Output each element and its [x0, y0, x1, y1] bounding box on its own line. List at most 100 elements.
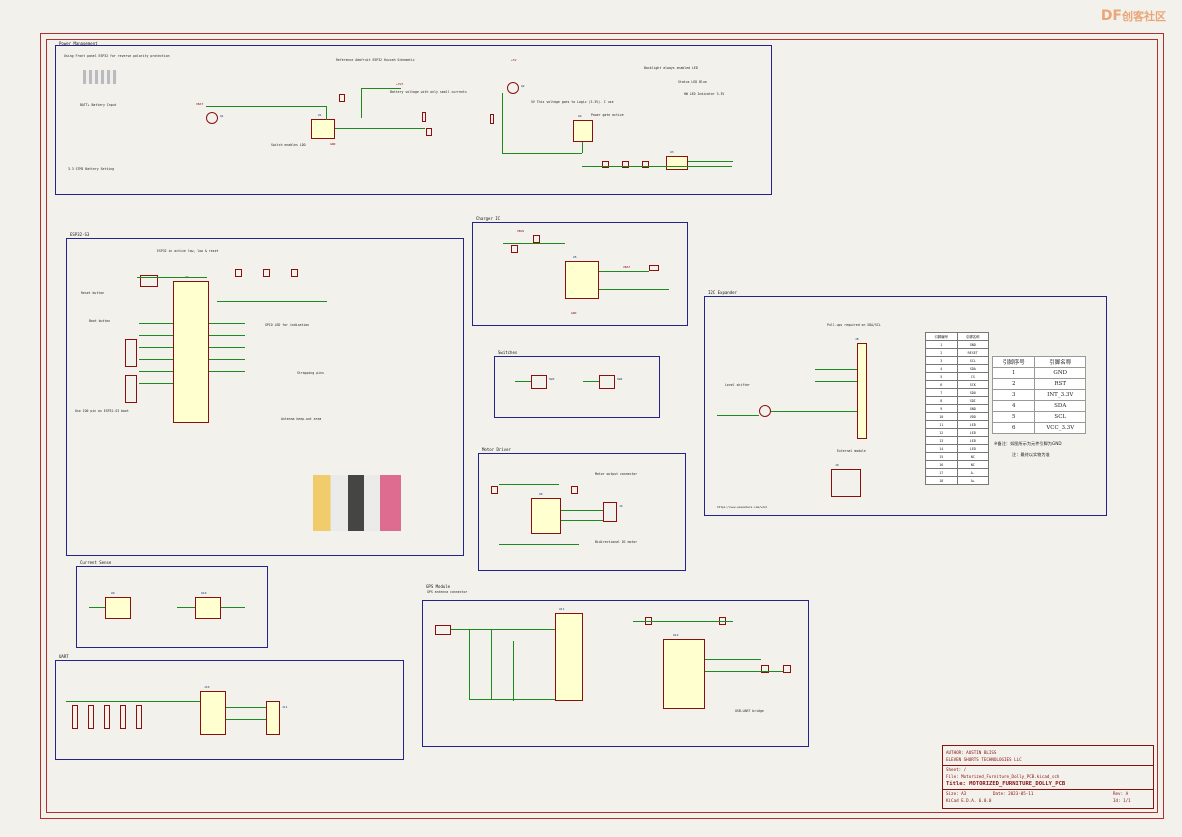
note: Battery voltage with only small currents [390, 90, 467, 94]
cap-c7[interactable] [263, 269, 270, 277]
switch-reset[interactable] [140, 275, 158, 287]
section-uart[interactable]: UART J10 J11 [55, 654, 404, 760]
module-pin-cell: GND [1034, 367, 1086, 379]
note: Status LED Blue [678, 80, 707, 84]
cap-c11[interactable] [533, 235, 540, 243]
connector-j8[interactable] [857, 343, 867, 439]
header-j2[interactable] [125, 375, 137, 403]
section-switches[interactable]: Switches SW3 SW4 [494, 350, 660, 418]
resistor-array[interactable] [120, 705, 126, 729]
resistor-array[interactable] [136, 705, 142, 729]
module-pin-cell: 5 [991, 411, 1036, 423]
section-imu[interactable]: I2C Expander Pull-ups required on SDA/SC… [704, 290, 1107, 516]
cap-c12[interactable] [491, 486, 498, 494]
resistor-array[interactable] [88, 705, 94, 729]
ic-charger[interactable] [565, 261, 599, 299]
ic-u9[interactable] [105, 597, 131, 619]
cap-c13[interactable] [571, 486, 578, 494]
doc-link: https://www.waveshare.com/wiki [717, 505, 768, 509]
connector-j10[interactable] [200, 691, 226, 735]
cap-c4[interactable] [622, 161, 629, 168]
lcd-pin-cell: A+ [956, 476, 989, 485]
ref-label: SW4 [617, 377, 623, 381]
ic-esp32[interactable] [173, 281, 209, 423]
cap-c8[interactable] [291, 269, 298, 277]
led-d10[interactable] [761, 665, 769, 673]
section-motor[interactable]: Motor Driver U6 J4 Motor output connecto… [478, 447, 686, 571]
rail-label: +5V [511, 58, 517, 62]
resistor-array[interactable] [72, 705, 78, 729]
diode-d5[interactable] [649, 265, 659, 271]
section-current-sense[interactable]: Current Sense U9 U10 [76, 560, 268, 648]
ic-u2[interactable] [573, 120, 593, 142]
esp32-module-photo [313, 475, 401, 531]
ref-label: Q2 [521, 84, 525, 88]
file-name: File: Motorized_Furniture_Dolly_PCB.kica… [946, 774, 1060, 779]
led-d11[interactable] [783, 665, 791, 673]
section-gps[interactable]: GPS Module GPS antenna connector USB-UAR… [422, 584, 809, 747]
ic-usb-uart[interactable] [663, 639, 705, 709]
tool-version: KiCad E.D.A. 6.0.0 [946, 798, 992, 803]
sheet-border-outer [40, 33, 1164, 819]
transistor-q5[interactable] [759, 405, 771, 417]
cap-c3[interactable] [602, 161, 609, 168]
lcd-pin-cell: 13 [925, 436, 958, 445]
section-charger[interactable]: Charger IC U5 VBUS VBAT GND [472, 216, 688, 326]
lcd-pin-cell: 6 [925, 380, 958, 389]
lcd-pin-cell: 11 [925, 420, 958, 429]
resistor-r1[interactable] [422, 112, 426, 122]
cap-c1[interactable] [339, 94, 345, 102]
module-pin-header-row: 引脚序号引脚名称 [991, 356, 1086, 368]
resistor-r2[interactable] [490, 114, 494, 124]
module-pin-cell: RST [1034, 378, 1086, 390]
ic-u10[interactable] [195, 597, 221, 619]
company: ELEVEN SHORTS TECHNOLOGIES LLC [946, 757, 1022, 762]
rail-label: VBAT [196, 102, 204, 106]
connector-j11[interactable] [266, 701, 280, 735]
connector-j9[interactable] [831, 469, 861, 497]
resistor-array[interactable] [104, 705, 110, 729]
sheet-title: Title: MOTORIZED_FURNITURE_DOLLY_PCB [946, 781, 1066, 787]
switch-sw3[interactable] [531, 375, 547, 389]
note: Using Front panel ESP32 for reverse pola… [64, 54, 170, 58]
connector-j12[interactable] [435, 625, 451, 635]
lcd-pin-cell: LED [956, 436, 989, 445]
switch-sw4[interactable] [599, 375, 615, 389]
rail-label: GND [571, 311, 577, 315]
lcd-pin-cell: 12 [925, 428, 958, 437]
ic-motor-driver[interactable] [531, 498, 561, 534]
cap-c2[interactable] [426, 128, 432, 136]
cap-c5[interactable] [642, 161, 649, 168]
transistor-q2[interactable] [507, 82, 519, 94]
lcd-pin-cell: 1 [925, 340, 958, 349]
ref-label: U6 [539, 492, 543, 496]
connector-j4[interactable] [603, 502, 617, 522]
lcd-pin-cell: SCL [956, 356, 989, 365]
note: Reset button [81, 291, 105, 295]
section-power[interactable]: Power Management Using Front panel ESP32… [55, 41, 772, 195]
ic-gps-module[interactable] [555, 613, 583, 701]
transistor-q1[interactable] [206, 112, 218, 124]
section-title: UART [59, 654, 69, 659]
note: Bidirectional DC motor [595, 540, 638, 544]
note: BATT+ Battery Input [80, 103, 117, 107]
header-j1[interactable] [125, 339, 137, 367]
lcd-pin-header-row: 引脚编号引脚名称 [925, 332, 989, 341]
cap-c10[interactable] [511, 245, 518, 253]
lcd-pin-cell: 14 [925, 444, 958, 453]
cap-c6[interactable] [235, 269, 242, 277]
ic-u1[interactable] [311, 119, 335, 139]
ref-label: U12 [673, 633, 679, 637]
ref-label: J11 [282, 705, 288, 709]
ic-u3[interactable] [666, 156, 688, 170]
section-mcu[interactable]: ESP32-S3 ESP32 in active low, low & rese… [66, 232, 464, 556]
note: 3.3 STM3 Battery Setting [68, 167, 115, 171]
note: Use IO0 pin as ESP32-S3 boot [75, 409, 129, 413]
lcd-pin-cell: SDA [956, 364, 989, 373]
